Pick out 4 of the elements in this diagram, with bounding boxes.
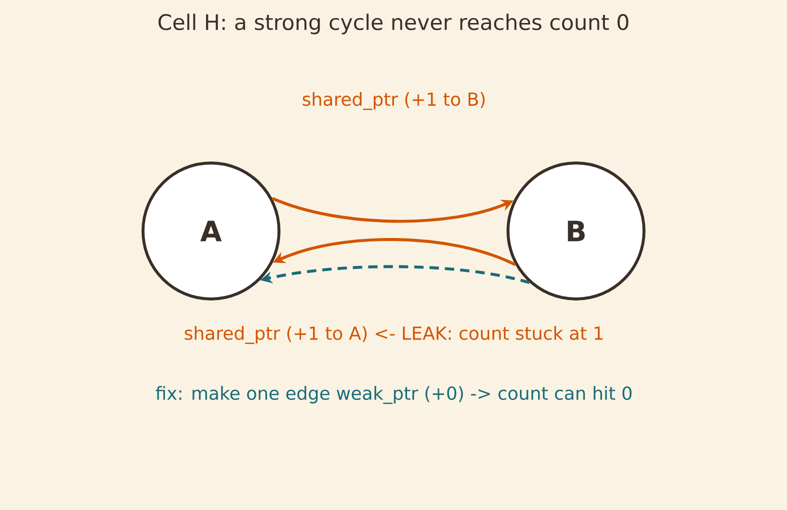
note-text: fix: make one edge weak_ptr (+0) -> count can hit 0 — [156, 386, 632, 404]
note-text: shared_ptr (+1 to A) <- LEAK: count stuck at 1 — [184, 326, 602, 344]
note-text: shared_ptr (+1 to B) — [302, 92, 485, 110]
title: Cell H: a strong cycle never reaches count 0 — [158, 14, 628, 34]
